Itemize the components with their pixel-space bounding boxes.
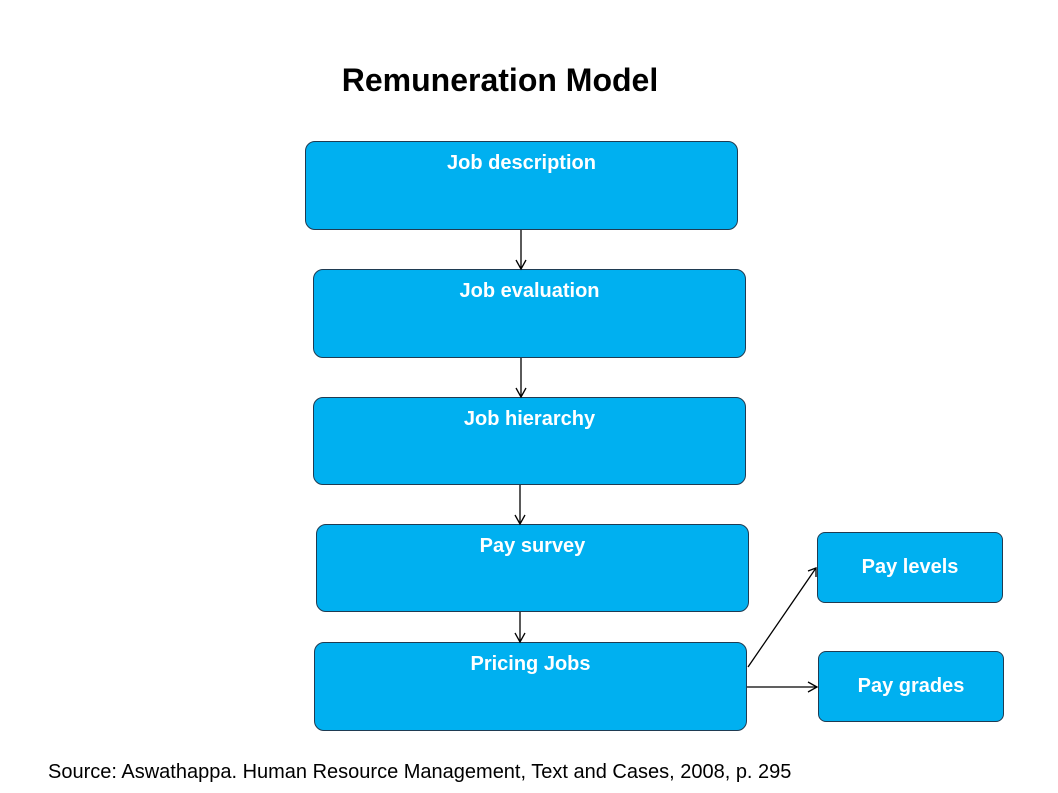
output-label: Pay grades: [857, 675, 965, 697]
step-pricing-jobs: Pricing Jobs: [314, 642, 747, 731]
arrowhead: [807, 567, 817, 577]
arrowhead: [807, 681, 819, 693]
step-label: Pricing Jobs: [470, 653, 591, 675]
step-label: Job evaluation: [459, 280, 600, 302]
diagram-title: Remuneration Model: [341, 62, 659, 98]
step-pay-survey: Pay survey: [316, 524, 749, 612]
step-job-description: Job description: [305, 141, 738, 230]
source-citation: Source: Aswathappa. Human Resource Manag…: [48, 761, 792, 783]
arrowhead: [515, 259, 527, 271]
arrowhead: [514, 514, 526, 526]
output-label: Pay levels: [861, 556, 959, 578]
step-job-evaluation: Job evaluation: [313, 269, 746, 358]
step-label: Pay survey: [479, 535, 586, 557]
step-label: Job description: [447, 152, 596, 174]
step-label: Job hierarchy: [463, 408, 596, 430]
step-job-hierarchy: Job hierarchy: [313, 397, 746, 485]
arrowhead: [515, 387, 527, 399]
arrowhead: [514, 632, 526, 644]
output-pay-levels: Pay levels: [817, 532, 1003, 603]
arrow-pricing-to-levels: [747, 567, 817, 668]
output-pay-grades: Pay grades: [818, 651, 1004, 722]
